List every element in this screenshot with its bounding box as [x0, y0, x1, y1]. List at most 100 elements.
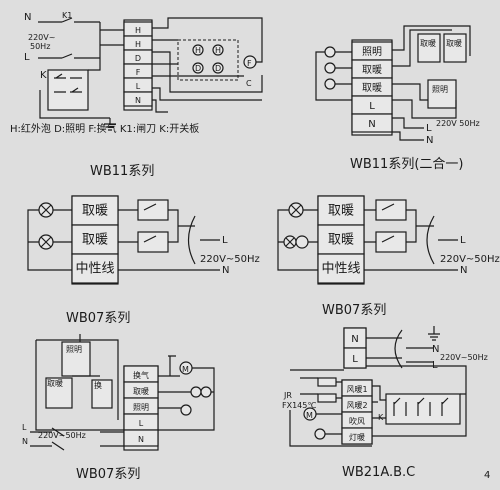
- wb07r-row-label-2: 中性线: [321, 262, 360, 277]
- wb07b-motor-label: M: [182, 365, 189, 374]
- wb07l-lamp-2: [38, 234, 54, 250]
- wb11-terminal-label-2: D: [135, 54, 141, 63]
- wb21-top-label-1: L: [352, 354, 358, 365]
- wb21-lamp: [314, 428, 326, 440]
- wb11c-row-label-2: 取暖: [362, 81, 382, 94]
- wb21-heater-2: [317, 393, 337, 403]
- wb21-voltage-label: 220V~50Hz: [440, 353, 488, 362]
- wb07l-l-label: L: [222, 235, 228, 246]
- wb21-row-label-1: 风暖2: [346, 401, 367, 410]
- wb11-terminal-label-0: H: [135, 26, 141, 35]
- wb11-terminal-label-5: N: [135, 96, 141, 105]
- wb07b-l-label: L: [22, 423, 27, 432]
- wb11-terminal-cell-5: [123, 91, 153, 107]
- wb07l-lamp-1: [38, 202, 54, 218]
- wb11-dev-d1: D: [195, 64, 201, 73]
- wb07b-lamp-3: [180, 404, 192, 416]
- wb11c-switch-light: [427, 79, 457, 109]
- wb07r-n-label: N: [460, 265, 467, 276]
- wb11c-lamp-3: [324, 78, 336, 90]
- wb07b-sw-mid-label: 换: [94, 380, 102, 390]
- wb21-row-label-3: 灯暖: [349, 432, 365, 442]
- wb11-terminal-label-1: H: [135, 40, 141, 49]
- wb07l-switch-1: [137, 199, 169, 221]
- wb21-fuse-label: FX145℃: [282, 401, 316, 410]
- wb07l-voltage-label: 220V~50Hz: [200, 254, 260, 265]
- wb21-jr-label: JR: [283, 391, 292, 400]
- wb21-top-label-0: N: [351, 334, 358, 345]
- wb11-frequency-label: 50Hz: [30, 42, 50, 51]
- wb21-n-label: N: [432, 344, 439, 355]
- wb11c-n-label: N: [426, 135, 433, 146]
- wb11-title: WB11系列: [90, 164, 154, 179]
- wb07b-sw-top-label: 照明: [66, 345, 82, 354]
- wb11-k-label: K: [40, 70, 47, 81]
- wb07r-title: WB07系列: [322, 303, 386, 318]
- wb11c-row-label-1: 取暖: [362, 63, 382, 76]
- wb11c-row-label-3: L: [369, 101, 375, 112]
- wb07b-row-label-3: L: [139, 419, 144, 428]
- wb11c-l-label: L: [426, 123, 432, 134]
- wb07r-switch-1: [375, 199, 407, 221]
- wb11c-lamp-2: [324, 62, 336, 74]
- wb07l-row-label-1: 取暖: [82, 233, 108, 248]
- wb21-title: WB21A.B.C: [342, 465, 415, 480]
- wb11c-row-label-0: 照明: [362, 46, 382, 58]
- wb11c-row-cell-4: [351, 113, 393, 133]
- wb11-dev-h1: H: [195, 46, 201, 55]
- wb11-k1-label: K1: [62, 11, 72, 20]
- wb11-terminal-label-4: L: [136, 82, 141, 91]
- wb11-dev-d2: D: [215, 64, 221, 73]
- wb07b-switch-fan: [91, 379, 113, 409]
- wb07r-voltage-label: 220V~50Hz: [440, 254, 500, 265]
- wb11-l-label: L: [24, 52, 30, 63]
- wb07b-row-label-4: N: [138, 435, 144, 444]
- wb07l-title: WB07系列: [66, 311, 130, 326]
- wb07r-row-cell-2: [317, 253, 365, 284]
- wb07r-lamp-2: [283, 235, 309, 249]
- wb07b-lamp-2: [200, 386, 212, 398]
- wb11c-sw3-label: 照明: [432, 85, 448, 94]
- wb11-voltage-label: 220V~: [28, 33, 55, 42]
- wb11-lamp-d2: [212, 62, 224, 74]
- wb07l-plug: [187, 215, 196, 265]
- wb11-terminal-label-3: F: [136, 68, 141, 77]
- wb07b-row-cell-4: [123, 429, 159, 447]
- wb07l-row-label-0: 取暖: [82, 204, 108, 219]
- wb11-lamp-h1: [192, 44, 204, 56]
- wb11-capacitor-label: C: [246, 79, 252, 88]
- wb07b-row-label-1: 取暖: [133, 387, 149, 396]
- wb07r-row-cell-1: [317, 224, 365, 255]
- wb07b-switch-light: [61, 341, 91, 377]
- wb11-dev-h2: H: [215, 46, 221, 55]
- wb11c-lamp-1: [324, 46, 336, 58]
- wb07b-voltage-label: 220V~50Hz: [38, 431, 86, 440]
- wb11-n-label: N: [24, 12, 31, 23]
- wb21-heater-1: [317, 377, 337, 387]
- wb07b-sw-left-label: 取暖: [47, 379, 63, 388]
- wb07b-n-label: N: [22, 437, 28, 446]
- wb11c-row-label-4: N: [368, 119, 375, 130]
- wb07b-lamp-1: [190, 386, 202, 398]
- wb07b-switch-heat: [45, 377, 73, 409]
- wb07b-row-label-2: 照明: [133, 403, 149, 412]
- wb07r-lamp-1: [288, 202, 304, 218]
- wb07r-l-label: L: [460, 235, 466, 246]
- wb11c-sw1-label: 取暖: [420, 39, 436, 48]
- wb11c-sw2-label: 取暖: [446, 39, 462, 48]
- wb07l-switch-2: [137, 231, 169, 253]
- wb21-row-label-0: 风暖1: [346, 385, 367, 394]
- wb21-plug: [394, 329, 403, 369]
- wb21-motor-label: M: [306, 411, 313, 420]
- page-number: 4: [484, 470, 490, 481]
- wb11-lamp-box: [177, 39, 239, 81]
- wb07r-plug: [426, 215, 435, 265]
- wb11c-switch-heat-1: [417, 33, 441, 63]
- wb07l-row-cell-0: [71, 195, 119, 226]
